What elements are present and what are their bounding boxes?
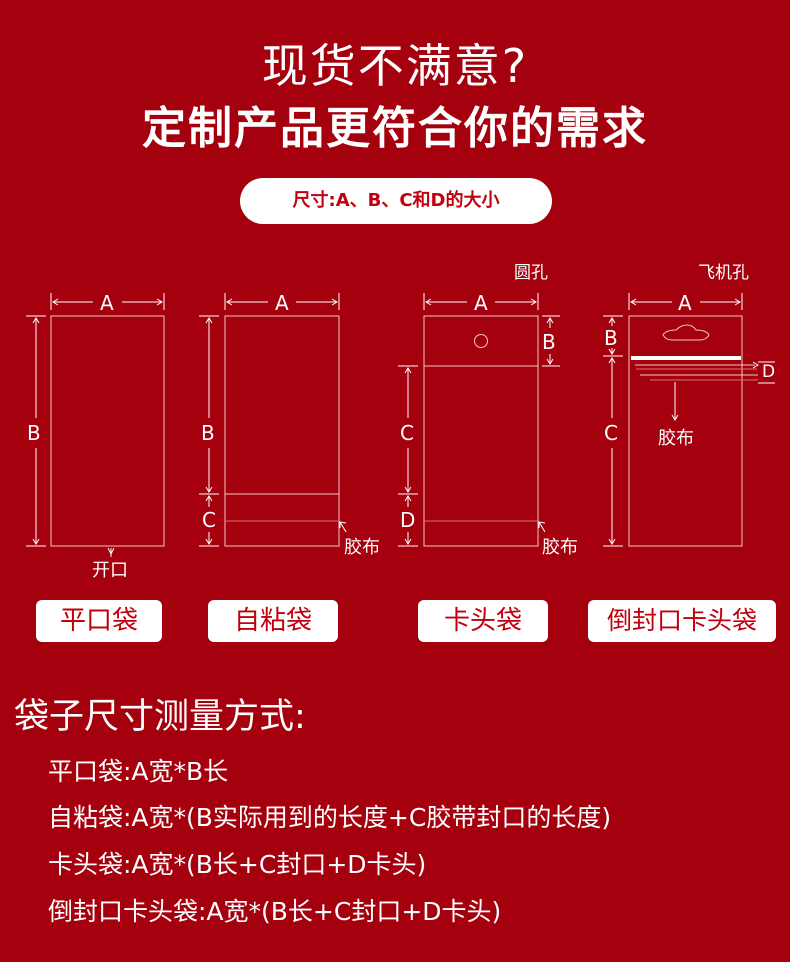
header-bag-drawing — [398, 293, 560, 547]
tape-label: 胶布 — [658, 428, 694, 449]
airplane-hole-label: 飞机孔 — [698, 263, 749, 283]
opening-label: 开口 — [92, 560, 128, 581]
measurement-line: 倒封口卡头袋:A宽*(B长+C封口+D卡头) — [48, 897, 502, 926]
flat-bag-drawing — [26, 293, 165, 557]
headline-line1: 现货不满意? — [261, 39, 529, 93]
tape-label: 胶布 — [542, 537, 578, 558]
measurement-line: 平口袋:A宽*B长 — [48, 757, 229, 786]
measurement-title: 袋子尺寸测量方式: — [14, 697, 306, 737]
dim-d-label: D — [400, 508, 416, 532]
dim-a-label: A — [100, 291, 114, 315]
adhesive-bag-drawing — [199, 293, 347, 547]
tape-label: 胶布 — [344, 537, 380, 558]
round-hole-label: 圆孔 — [514, 263, 548, 283]
dim-b-label: B — [542, 330, 556, 354]
dim-a-label: A — [678, 291, 692, 315]
bag-type-header: 卡头袋 — [418, 600, 548, 642]
dim-a-label: A — [275, 291, 289, 315]
dim-c-label: C — [202, 508, 216, 532]
bag-type-reverse-seal: 倒封口卡头袋 — [588, 600, 776, 642]
dim-a-label: A — [474, 291, 488, 315]
dim-d-label: D — [762, 362, 776, 382]
measurement-line: 卡头袋:A宽*(B长+C封口+D卡头) — [48, 850, 427, 879]
measurement-line: 自粘袋:A宽*(B实际用到的长度+C胶带封口的长度) — [48, 803, 612, 832]
bag-type-adhesive: 自粘袋 — [208, 600, 338, 642]
dim-b-label: B — [27, 421, 41, 445]
dim-b-label: B — [201, 421, 215, 445]
dim-c-label: C — [400, 421, 414, 445]
headline-line2: 定制产品更符合你的需求 — [142, 103, 648, 154]
size-pill: 尺寸:A、B、C和D的大小 — [240, 178, 552, 224]
reverse-seal-bag-drawing — [603, 293, 775, 547]
bag-type-flat: 平口袋 — [36, 600, 162, 642]
dim-c-label: C — [604, 421, 618, 445]
dim-b-label: B — [604, 326, 618, 350]
